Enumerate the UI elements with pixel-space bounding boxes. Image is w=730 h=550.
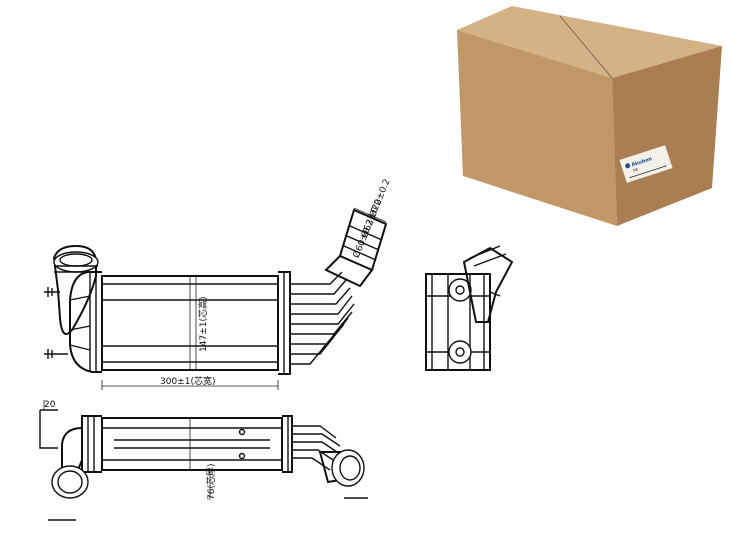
dim-height: 147±1(芯高) bbox=[197, 297, 209, 352]
top-view: 20 76(芯厚) bbox=[39, 400, 368, 521]
front-view: 300±1(芯宽) 147±1(芯高) Ø60±0.2 Ø63±0.2 Ø70±… bbox=[44, 177, 393, 390]
box-label-sticker bbox=[619, 145, 673, 183]
box-top-flap bbox=[457, 6, 722, 78]
box-label-code: PE bbox=[633, 167, 640, 173]
brand-logo-icon bbox=[625, 163, 631, 169]
dim-depth: 76(芯厚) bbox=[205, 464, 217, 500]
box-side-face bbox=[612, 46, 722, 226]
dim-diameter-70: Ø70±0.2 bbox=[367, 177, 392, 219]
dim-width: 300±1(芯宽) bbox=[160, 375, 215, 387]
dim-small: 20 bbox=[44, 400, 56, 410]
right-tank-tubes bbox=[290, 271, 355, 365]
side-view bbox=[425, 245, 514, 371]
cardboard-box: Akuben PE bbox=[457, 6, 722, 226]
box-front-face bbox=[457, 30, 617, 226]
